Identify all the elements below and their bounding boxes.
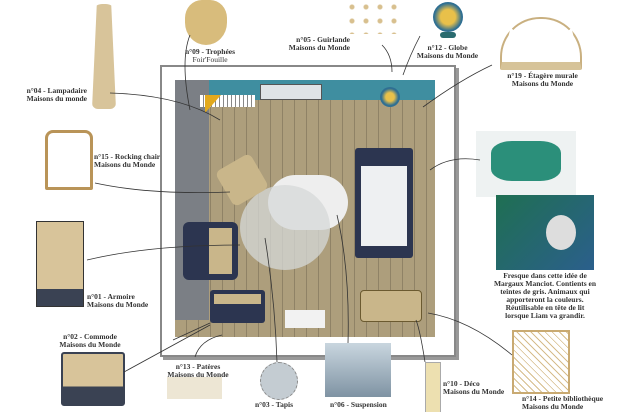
deco-image xyxy=(425,362,441,412)
wardrobe-plan xyxy=(183,222,238,280)
item-brand: Maisons du Monde xyxy=(511,79,574,88)
bookshelf-plan xyxy=(360,290,422,322)
item-number: n°02 - Commode xyxy=(63,332,117,341)
caption-line: Margaux Manciot. Contients en xyxy=(493,279,597,288)
caption-line: Réutilisable en tête de lit xyxy=(505,303,585,312)
garland-image xyxy=(345,0,400,34)
item-number: n°10 - Déco xyxy=(443,379,480,388)
rocking-chair-image xyxy=(45,130,93,190)
bookshelf-image xyxy=(512,330,570,394)
wardrobe-image xyxy=(36,221,84,307)
label-suspension: n°06 - Suspension xyxy=(330,401,387,409)
label-tapis: n°03 - Tapis xyxy=(255,401,293,409)
item-number: n°09 - Trophées xyxy=(184,47,236,56)
globe-image xyxy=(433,2,463,32)
rug-image xyxy=(260,362,298,400)
item-brand: Foir'Fouille xyxy=(192,55,228,64)
caption-line: apporteront la couleurs. xyxy=(506,295,584,304)
globe-stand xyxy=(440,32,456,38)
wall-left xyxy=(175,80,209,320)
caption-line: lorsque Liam va grandir. xyxy=(505,311,585,320)
item-number: n°19 - Étagère murale xyxy=(507,71,578,80)
dresser-image xyxy=(61,352,125,406)
item-brand: Maisons du Monde xyxy=(443,387,505,396)
caption-line: teintes de gris. Animaux qui xyxy=(500,287,590,296)
world-map-photo xyxy=(476,131,576,197)
window xyxy=(260,84,322,100)
item-brand: Maisons du Monde xyxy=(167,370,229,379)
item-brand: Maisons du Monde xyxy=(94,160,156,169)
yellow-accent xyxy=(205,95,221,113)
bed xyxy=(355,148,413,258)
item-number: n°14 - Petite bibliothèque xyxy=(522,394,604,403)
mat xyxy=(285,310,325,328)
dresser-plan xyxy=(210,290,265,323)
item-number: n°04 - Lampadaire xyxy=(26,86,87,95)
coat-hooks-image xyxy=(167,377,222,399)
item-brand: Maisons du Monde xyxy=(522,402,584,411)
item-number: n°15 - Rocking chair xyxy=(94,152,161,161)
trophy-image xyxy=(185,0,227,45)
fresque-caption: Fresque dans cette idée de Margaux Manci… xyxy=(485,272,605,320)
item-brand: Maisons du Monde xyxy=(59,340,121,349)
rug-round xyxy=(240,185,330,270)
item-number: n°13 - Patères xyxy=(175,362,221,371)
item-number: n°01 - Armoire xyxy=(87,292,135,301)
mural-photo xyxy=(496,195,594,270)
globe-plan xyxy=(380,87,400,107)
cloud-lamp-image xyxy=(325,343,391,397)
item-number: n°06 - Suspension xyxy=(330,400,387,409)
item-brand: Maisons du Monde xyxy=(416,51,479,60)
item-brand: Maisons du Monde xyxy=(87,300,149,309)
item-number: n°05 - Guirlande xyxy=(296,35,350,44)
item-number: n°03 - Tapis xyxy=(255,400,294,409)
item-brand: Maisons du monde xyxy=(26,94,87,103)
caption-line: Fresque dans cette idée de xyxy=(503,271,587,280)
item-brand: Maisons du Monde xyxy=(288,43,350,52)
item-number: n°12 - Globe xyxy=(427,43,468,52)
